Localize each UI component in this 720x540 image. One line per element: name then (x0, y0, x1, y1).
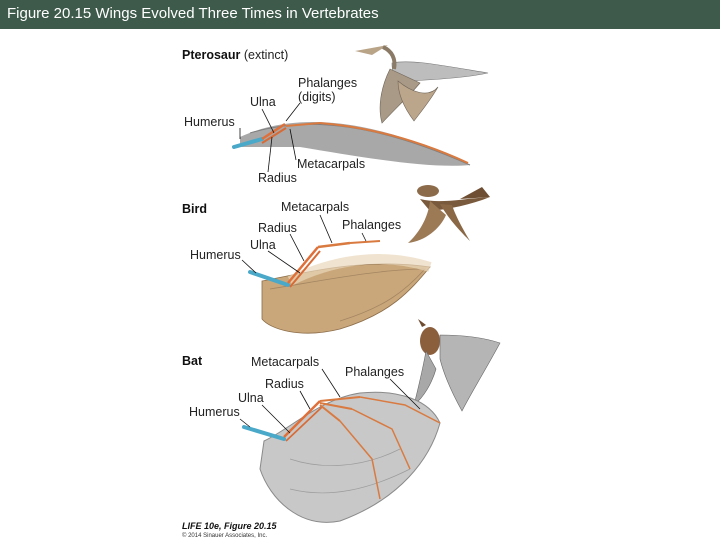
bird-phalanges-label: Phalanges (342, 218, 401, 232)
pterosaur-membrane (240, 121, 470, 166)
bird-heading: Bird (182, 202, 207, 216)
bird-ulna (289, 250, 321, 288)
bird-panel: Bird Metacarpals Radius Phalanges Ulna H… (182, 185, 490, 334)
pterosaur-humerus (232, 137, 264, 149)
pterosaur-phalanges-label: Phalanges (298, 76, 357, 90)
figure-credit: LIFE 10e, Figure 20.15 © 2014 Sinauer As… (182, 521, 278, 539)
bird-radius (287, 246, 319, 284)
bat-ulna (285, 406, 323, 442)
pterosaur-ulna-label: Ulna (250, 95, 276, 109)
bat-humerus-label: Humerus (189, 405, 240, 419)
bat-metacarpals-label: Metacarpals (251, 355, 319, 369)
bird-metacarpals (317, 241, 351, 249)
pterosaur-metacarpals-label: Metacarpals (297, 157, 365, 171)
pterosaur-phalanges (319, 122, 469, 164)
bat-humerus (242, 425, 286, 441)
title-bar: Figure 20.15 Wings Evolved Three Times i… (0, 0, 720, 29)
bat-radius-label: Radius (265, 377, 304, 391)
bat-panel: Bat Metacarpals Phalanges Radius Ulna Hu… (182, 319, 501, 523)
pterosaur-illustration (355, 45, 489, 124)
bird-illustration (408, 185, 490, 243)
pterosaur-phalanges-sublabel: (digits) (298, 90, 336, 104)
bat-ulna-label: Ulna (238, 391, 264, 405)
bat-illustration (413, 319, 501, 412)
bird-phalanges (349, 240, 381, 244)
figure-title: Figure 20.15 Wings Evolved Three Times i… (7, 5, 379, 22)
bird-radius-label: Radius (258, 221, 297, 235)
bird-metacarpals-label: Metacarpals (281, 200, 349, 214)
bat-heading: Bat (182, 354, 203, 368)
pterosaur-humerus-label: Humerus (184, 115, 235, 129)
bird-feathers (261, 263, 431, 334)
credit-line-1: LIFE 10e, Figure 20.15 (182, 521, 278, 531)
credit-line-2: © 2014 Sinauer Associates, Inc. (182, 532, 267, 539)
pterosaur-metacarpals (285, 122, 321, 127)
pterosaur-radius-label: Radius (258, 171, 297, 185)
bird-ulna-label: Ulna (250, 238, 276, 252)
bat-membrane (259, 391, 441, 523)
bat-phalanges (339, 396, 441, 500)
bird-humerus-label: Humerus (190, 248, 241, 262)
bat-radius (283, 400, 321, 438)
wing-diagram: Pterosaur (extinct) Phalanges (digits) U… (182, 45, 501, 539)
pterosaur-heading: Pterosaur (extinct) (182, 48, 288, 62)
bat-phalanges-label: Phalanges (345, 365, 404, 379)
pterosaur-ulna (261, 127, 287, 144)
pterosaur-panel: Pterosaur (extinct) Phalanges (digits) U… (182, 45, 489, 185)
bird-humerus (248, 270, 290, 287)
